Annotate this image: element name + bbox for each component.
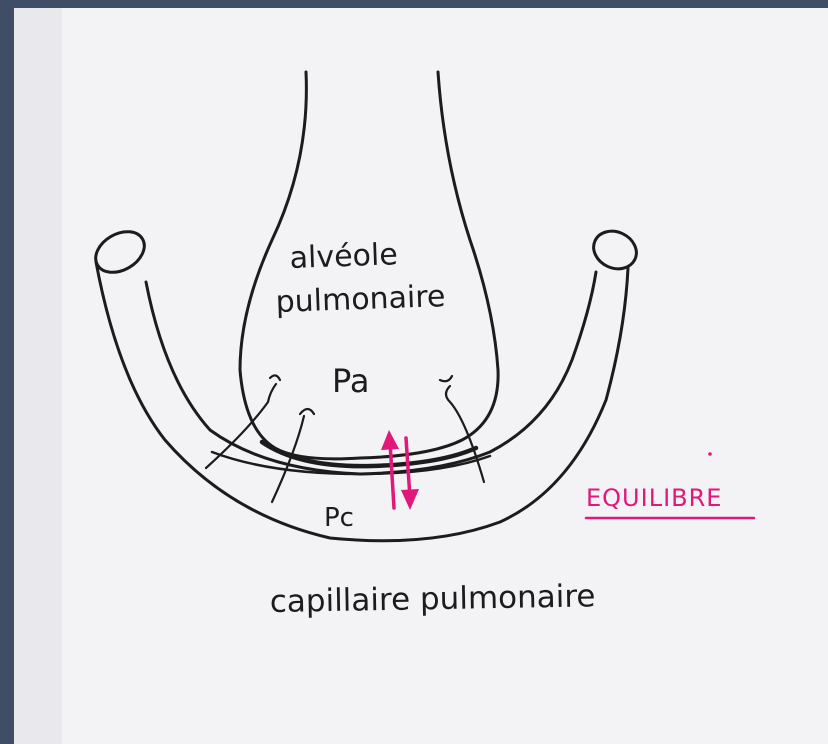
capillary-label: capillaire pulmonaire	[270, 578, 596, 620]
pa-label: Pa	[332, 362, 369, 400]
alveolus-label-line2: pulmonaire	[275, 279, 446, 320]
stray-dot	[708, 452, 712, 456]
paper-sheet	[14, 8, 828, 744]
pc-label: Pc	[324, 503, 354, 533]
paper-shadow	[14, 8, 62, 744]
alveolus-label-line1: alvéole	[289, 237, 398, 276]
equilibrium-label: EQUILIBRE	[586, 484, 722, 512]
